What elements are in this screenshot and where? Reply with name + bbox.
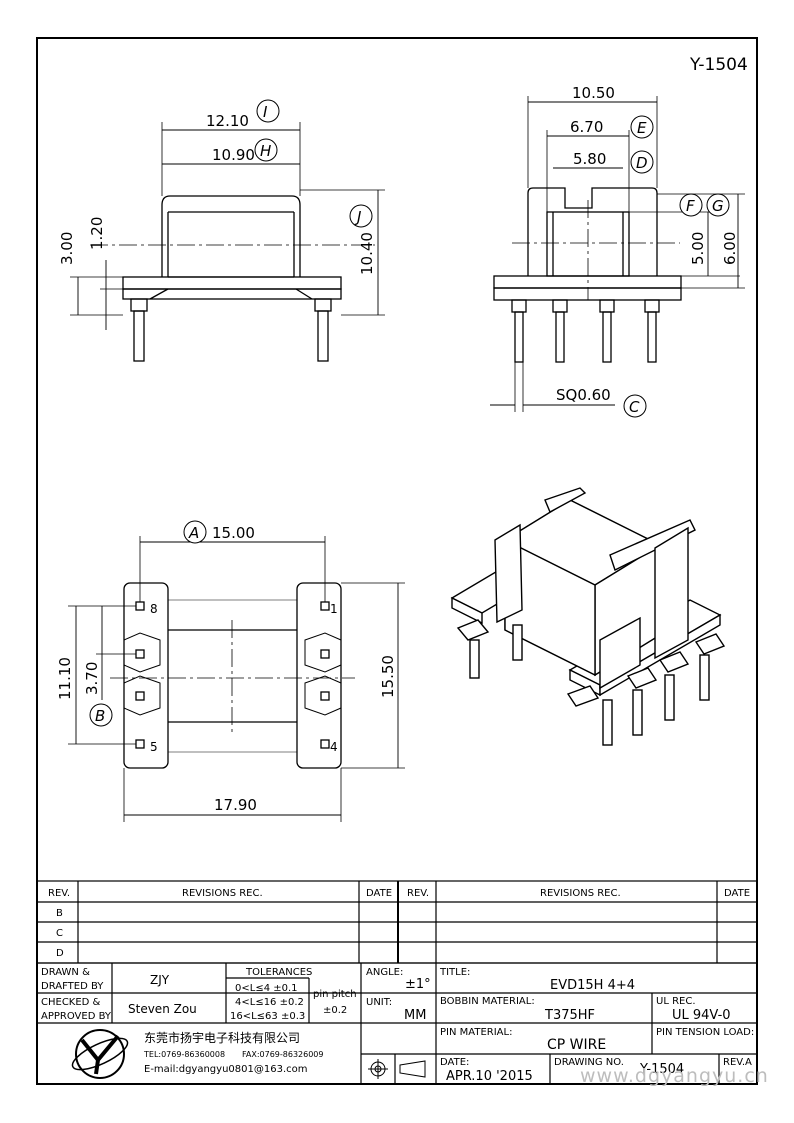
drawing-no-label: DRAWING NO. — [554, 1057, 624, 1068]
pin-4-label: 4 — [330, 740, 338, 754]
rec-label-left: REVISIONS REC. — [182, 888, 263, 899]
ul-rec-label: UL REC. — [656, 996, 696, 1007]
side-view — [490, 96, 745, 412]
svg-text:H: H — [260, 142, 271, 160]
dim-B-value: 3.70 — [83, 662, 101, 695]
company-logo — [71, 1029, 129, 1079]
angle-label: ANGLE: — [366, 967, 403, 978]
company-fax: FAX:0769-86326009 — [242, 1050, 323, 1059]
rev-row-b: B — [56, 908, 63, 919]
dim-600-value: 6.00 — [721, 232, 739, 265]
tolerances-label: TOLERANCES — [245, 967, 312, 978]
unit-value: MM — [404, 1008, 426, 1023]
svg-text:G: G — [712, 197, 724, 215]
dim-1050-value: 10.50 — [572, 84, 615, 102]
title-value: EVD15H 4+4 — [550, 978, 635, 993]
drafted-label: DRAFTED BY — [41, 981, 104, 992]
tolerance-3: 16<L≤63 ±0.3 — [230, 1011, 305, 1022]
dim-D-value: 5.80 — [573, 150, 606, 168]
checked-value: Steven Zou — [128, 1002, 197, 1016]
isometric-view — [450, 487, 726, 746]
company-tel: TEL:0769-86360008 — [143, 1050, 225, 1059]
pin-material-label: PIN MATERIAL: — [440, 1027, 512, 1038]
svg-text:A: A — [188, 524, 199, 542]
rev-row-d: D — [56, 948, 64, 959]
bobbin-material-label: BOBBIN MATERIAL: — [440, 996, 535, 1007]
bottom-view — [68, 536, 405, 822]
angle-value: ±1° — [405, 977, 431, 992]
dim-H-value: 10.90 — [212, 146, 255, 164]
callout-E: E — [630, 115, 654, 139]
projection-symbol-icon — [368, 1059, 426, 1079]
callout-A: A — [183, 520, 207, 544]
unit-label: UNIT: — [366, 997, 392, 1008]
svg-text:D: D — [636, 154, 648, 172]
callout-C: C — [623, 394, 647, 418]
rev-a-label: REV.A — [723, 1057, 752, 1068]
dim-sq-value: SQ0.60 — [556, 386, 611, 404]
svg-text:J: J — [354, 208, 361, 226]
date-label-left: DATE — [366, 888, 392, 899]
date-label: DATE: — [440, 1057, 469, 1068]
callout-I: I — [256, 99, 280, 123]
watermark: www.dgyangyu.cn — [580, 1065, 769, 1087]
revision-table — [36, 880, 758, 964]
dim-120-value: 1.20 — [88, 217, 106, 250]
approved-label: APPROVED BY — [41, 1011, 112, 1022]
callout-D: D — [630, 150, 654, 174]
callout-B: B — [89, 703, 113, 727]
pin-pitch-value: ±0.2 — [323, 1005, 347, 1016]
rec-label-right: REVISIONS REC. — [540, 888, 621, 899]
dim-E-value: 6.70 — [570, 118, 603, 136]
pin-8-label: 8 — [150, 602, 158, 616]
svg-text:C: C — [629, 398, 640, 416]
drawn-label: DRAWN & — [41, 967, 90, 978]
callout-J: J — [349, 204, 373, 228]
bobbin-material-value: T375HF — [544, 1008, 595, 1023]
dim-300-value: 3.00 — [58, 232, 76, 265]
dim-1790-value: 17.90 — [214, 796, 257, 814]
svg-text:F: F — [686, 197, 695, 215]
tolerance-1: 0<L≤4 ±0.1 — [235, 983, 298, 994]
title-label: TITLE: — [439, 967, 470, 978]
drawing-number-top: Y-1504 — [689, 55, 748, 75]
dim-500-value: 5.00 — [689, 232, 707, 265]
svg-text:I: I — [263, 103, 268, 121]
title-block — [36, 962, 758, 1085]
front-view — [70, 122, 385, 362]
pin-pitch-label: pin pitch — [313, 989, 357, 1000]
date-value: APR.10 '2015 — [446, 1069, 533, 1084]
company-email: E-mail:dgyangyu0801@163.com — [144, 1064, 307, 1075]
pin-material-value: CP WIRE — [547, 1037, 606, 1053]
dim-I-value: 12.10 — [206, 112, 249, 130]
callout-F: F — [679, 193, 703, 217]
rev-label-right: REV. — [407, 888, 429, 899]
rev-row-c: C — [56, 928, 63, 939]
callout-H: H — [254, 138, 278, 162]
company-name: 东莞市扬宇电子科技有限公司 — [144, 1030, 300, 1045]
svg-text:E: E — [637, 119, 647, 137]
dim-J-value: 10.40 — [358, 232, 376, 275]
pin-5-label: 5 — [150, 740, 158, 754]
date-label-right: DATE — [724, 888, 750, 899]
drawn-value: ZJY — [150, 973, 170, 987]
rev-label-left: REV. — [48, 888, 70, 899]
drawing-no-value: Y-1504 — [639, 1062, 684, 1077]
pin-tension-label: PIN TENSION LOAD: — [656, 1027, 754, 1038]
checked-label: CHECKED & — [41, 997, 101, 1008]
dim-1110-value: 11.10 — [56, 657, 74, 700]
dim-1550-value: 15.50 — [379, 655, 397, 698]
pin-1-label: 1 — [330, 602, 338, 616]
callout-G: G — [706, 193, 730, 217]
ul-rec-value: UL 94V-0 — [672, 1008, 731, 1023]
tolerance-2: 4<L≤16 ±0.2 — [235, 997, 304, 1008]
dim-A-value: 15.00 — [212, 524, 255, 542]
svg-text:B: B — [95, 707, 105, 725]
